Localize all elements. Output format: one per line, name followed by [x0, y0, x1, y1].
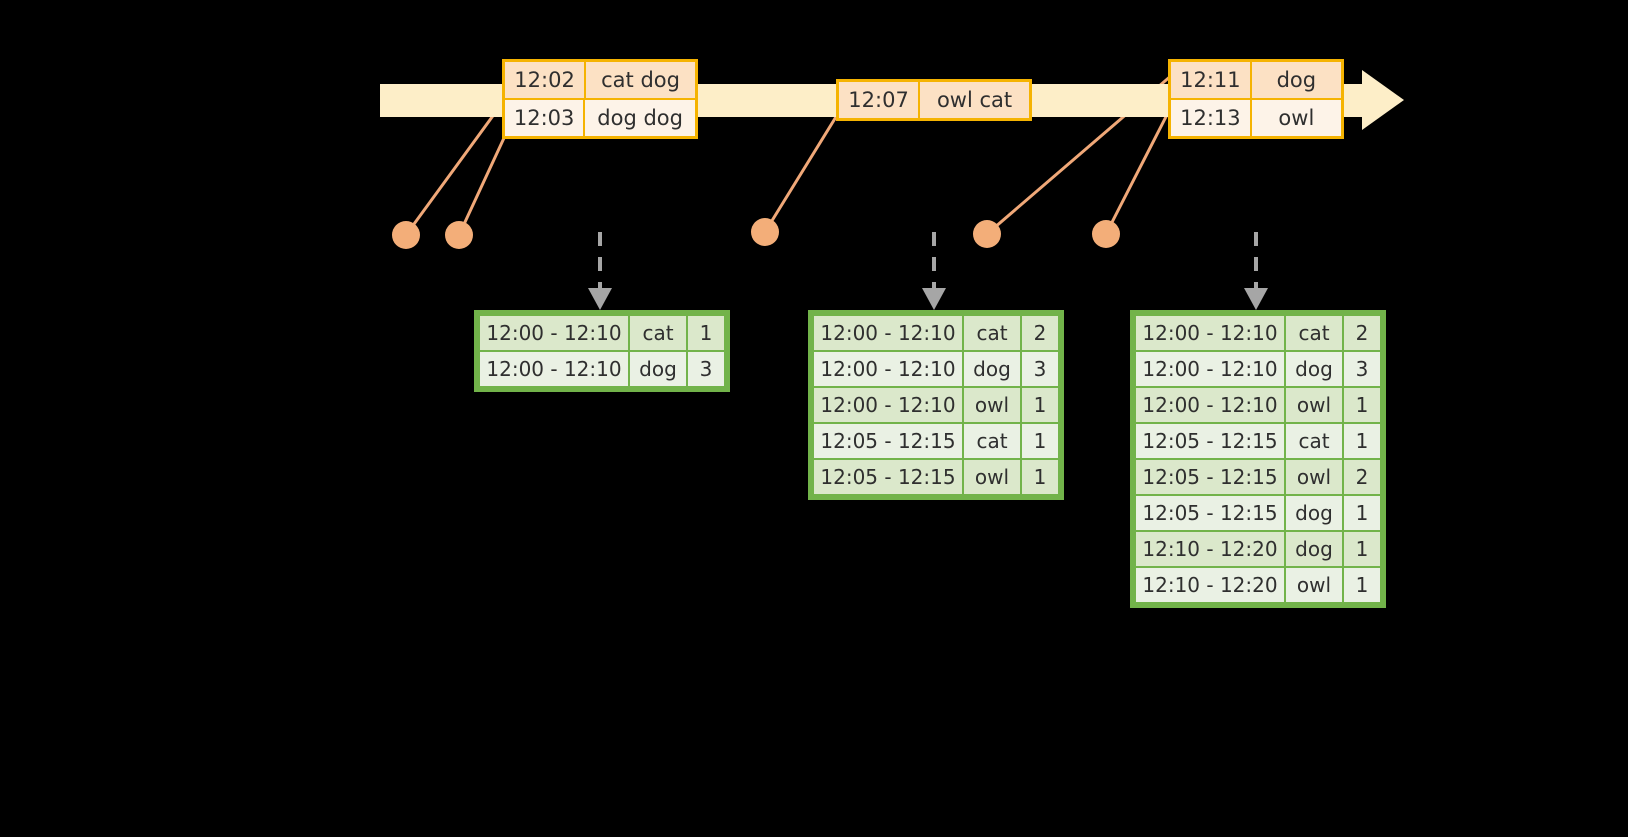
cell-window: 12:10 - 12:20	[1136, 532, 1284, 566]
cell-word: owl	[1286, 568, 1342, 602]
cell-count: 1	[1344, 424, 1380, 458]
cell-word: cat	[1286, 424, 1342, 458]
cell-word: cat	[964, 424, 1020, 458]
cell-count: 1	[1344, 532, 1380, 566]
cell-window: 12:05 - 12:15	[814, 460, 962, 494]
event-row: 12:11 dog	[1171, 62, 1341, 98]
cell-word: cat	[964, 316, 1020, 350]
cell-window: 12:00 - 12:10	[814, 316, 962, 350]
cell-window: 12:05 - 12:15	[1136, 460, 1284, 494]
event-box-c[interactable]: 12:11 dog 12:13 owl	[1168, 59, 1344, 139]
cell-count: 1	[1344, 388, 1380, 422]
cell-window: 12:00 - 12:10	[1136, 388, 1284, 422]
cell-window: 12:00 - 12:10	[1136, 352, 1284, 386]
event-time: 12:03	[505, 100, 586, 136]
flow-arrow-heads	[588, 288, 1268, 310]
cell-count: 1	[1344, 496, 1380, 530]
flow-arrow-1-head	[588, 288, 612, 310]
event-dots	[392, 218, 1120, 249]
event-row: 12:07 owl cat	[839, 82, 1029, 118]
cell-window: 12:00 - 12:10	[480, 316, 628, 350]
cell-word: owl	[964, 388, 1020, 422]
cell-count: 2	[1344, 460, 1380, 494]
cell-window: 12:10 - 12:20	[1136, 568, 1284, 602]
connector-line-3	[763, 110, 841, 234]
cell-count: 2	[1344, 316, 1380, 350]
timeline-arrow-icon	[1362, 70, 1404, 130]
cell-count: 3	[1022, 352, 1058, 386]
event-row: 12:02 cat dog	[505, 62, 695, 98]
cell-count: 1	[1022, 388, 1058, 422]
cell-count: 1	[1022, 424, 1058, 458]
cell-word: owl	[1286, 388, 1342, 422]
event-words: dog dog	[585, 100, 695, 136]
event-dot-4[interactable]	[973, 220, 1001, 248]
cell-window: 12:05 - 12:15	[1136, 496, 1284, 530]
cell-count: 1	[1022, 460, 1058, 494]
event-box-a[interactable]: 12:02 cat dog 12:03 dog dog	[502, 59, 698, 139]
flow-arrows	[598, 232, 1258, 288]
cell-word: owl	[964, 460, 1020, 494]
connector-line-5	[1104, 103, 1174, 236]
cell-word: cat	[630, 316, 686, 350]
cell-window: 12:05 - 12:15	[814, 424, 962, 458]
event-dot-1[interactable]	[392, 221, 420, 249]
event-dot-5[interactable]	[1092, 220, 1120, 248]
event-words: owl	[1251, 100, 1341, 136]
event-row: 12:03 dog dog	[505, 98, 695, 136]
cell-window: 12:00 - 12:10	[814, 352, 962, 386]
event-words: owl cat	[920, 82, 1029, 118]
cell-word: cat	[1286, 316, 1342, 350]
cell-count: 3	[688, 352, 724, 386]
event-time: 12:11	[1171, 62, 1252, 98]
cell-count: 2	[1022, 316, 1058, 350]
event-words: cat dog	[586, 62, 695, 98]
cell-word: dog	[1286, 532, 1342, 566]
event-time: 12:13	[1171, 100, 1252, 136]
connector-line-1	[404, 100, 505, 237]
flow-arrow-3-head	[1244, 288, 1268, 310]
flow-arrow-2-head	[922, 288, 946, 310]
event-time: 12:02	[505, 62, 587, 98]
cell-window: 12:05 - 12:15	[1136, 424, 1284, 458]
event-dot-2[interactable]	[445, 221, 473, 249]
event-time: 12:07	[839, 82, 921, 118]
cell-word: dog	[1286, 352, 1342, 386]
cell-word: owl	[1286, 460, 1342, 494]
cell-count: 1	[1344, 568, 1380, 602]
cell-count: 3	[1344, 352, 1380, 386]
cell-word: dog	[964, 352, 1020, 386]
cell-word: dog	[630, 352, 686, 386]
event-row: 12:13 owl	[1171, 98, 1341, 136]
cell-window: 12:00 - 12:10	[814, 388, 962, 422]
cell-window: 12:00 - 12:10	[480, 352, 628, 386]
event-dot-3[interactable]	[751, 218, 779, 246]
cell-count: 1	[688, 316, 724, 350]
event-box-b[interactable]: 12:07 owl cat	[836, 79, 1032, 121]
cell-window: 12:00 - 12:10	[1136, 316, 1284, 350]
event-words: dog	[1251, 62, 1341, 98]
cell-word: dog	[1286, 496, 1342, 530]
